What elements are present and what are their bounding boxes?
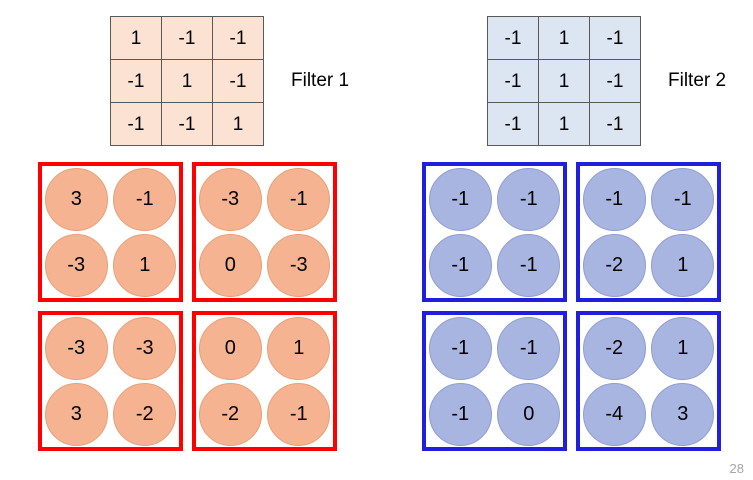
feature-value: -4 xyxy=(582,382,646,446)
red-feature-map-box: -3 -1 0 -3 xyxy=(192,162,337,302)
feature-value: 0 xyxy=(497,382,561,446)
feature-value: -1 xyxy=(267,167,331,231)
filter-1-row: -1 -1 1 xyxy=(110,102,264,146)
feature-value: 3 xyxy=(44,167,108,231)
filter-1-label: Filter 1 xyxy=(291,70,350,91)
filter-2-cell: -1 xyxy=(589,16,641,60)
filter-2-cell: -1 xyxy=(589,102,641,146)
feature-value: 0 xyxy=(198,316,262,380)
feature-value: -1 xyxy=(113,167,177,231)
feature-value: 3 xyxy=(44,382,108,446)
filter-1-cell: 1 xyxy=(110,16,162,60)
filter-2-cell: 1 xyxy=(538,102,590,146)
blue-feature-map-box: -1 -1 -1 -1 xyxy=(422,162,567,302)
feature-value: -1 xyxy=(497,233,561,297)
feature-value: -2 xyxy=(582,233,646,297)
filter-2-cell: 1 xyxy=(538,59,590,103)
filter-2-cell: 1 xyxy=(538,16,590,60)
filter-2-cell: -1 xyxy=(589,59,641,103)
feature-value: 1 xyxy=(651,233,715,297)
feature-value: 1 xyxy=(651,316,715,380)
feature-value: 0 xyxy=(198,233,262,297)
filter-1-cell: -1 xyxy=(110,102,162,146)
red-feature-map-box: 0 1 -2 -1 xyxy=(192,311,337,451)
filter-2-row: -1 1 -1 xyxy=(487,59,641,103)
blue-feature-map-box: -1 -1 -2 1 xyxy=(576,162,721,302)
feature-value: -3 xyxy=(267,233,331,297)
slide-number: 28 xyxy=(729,461,744,476)
blue-feature-maps: -1 -1 -1 -1 -1 -1 -2 1 -1 -1 -1 0 -2 1 -… xyxy=(422,162,721,451)
filter-1-cell: -1 xyxy=(110,59,162,103)
feature-value: -1 xyxy=(497,316,561,380)
feature-value: 1 xyxy=(113,233,177,297)
filter-1-cell: 1 xyxy=(212,102,264,146)
feature-value: -1 xyxy=(428,233,492,297)
filter-1-cell: -1 xyxy=(212,16,264,60)
filter-2-group: -1 1 -1 -1 1 -1 -1 1 -1 Filter 2 xyxy=(487,16,726,146)
feature-value: -3 xyxy=(198,167,262,231)
feature-value: -1 xyxy=(428,167,492,231)
feature-value: -3 xyxy=(44,316,108,380)
filter-1-cell: -1 xyxy=(161,102,213,146)
feature-value: -1 xyxy=(428,382,492,446)
filter-1-cell: 1 xyxy=(161,59,213,103)
filter-1-matrix: 1 -1 -1 -1 1 -1 -1 -1 1 xyxy=(110,16,264,146)
filter-1-row: 1 -1 -1 xyxy=(110,16,264,60)
filter-2-label: Filter 2 xyxy=(668,70,727,91)
feature-value: -1 xyxy=(428,316,492,380)
filter-2-cell: -1 xyxy=(487,102,539,146)
feature-value: -1 xyxy=(267,382,331,446)
filter-1-cell: -1 xyxy=(212,59,264,103)
feature-value: -1 xyxy=(651,167,715,231)
feature-value: -2 xyxy=(113,382,177,446)
feature-value: -3 xyxy=(113,316,177,380)
feature-value: -2 xyxy=(198,382,262,446)
filter-1-group: 1 -1 -1 -1 1 -1 -1 -1 1 Filter 1 xyxy=(110,16,349,146)
feature-value: -1 xyxy=(582,167,646,231)
filter-2-matrix: -1 1 -1 -1 1 -1 -1 1 -1 xyxy=(487,16,641,146)
red-feature-map-box: -3 -3 3 -2 xyxy=(38,311,183,451)
feature-value: -1 xyxy=(497,167,561,231)
red-feature-map-box: 3 -1 -3 1 xyxy=(38,162,183,302)
filter-2-row: -1 1 -1 xyxy=(487,16,641,60)
filter-2-cell: -1 xyxy=(487,16,539,60)
blue-feature-map-box: -1 -1 -1 0 xyxy=(422,311,567,451)
feature-value: -2 xyxy=(582,316,646,380)
filter-2-cell: -1 xyxy=(487,59,539,103)
feature-value: 1 xyxy=(267,316,331,380)
filter-1-row: -1 1 -1 xyxy=(110,59,264,103)
filter-2-row: -1 1 -1 xyxy=(487,102,641,146)
feature-value: -3 xyxy=(44,233,108,297)
red-feature-maps: 3 -1 -3 1 -3 -1 0 -3 -3 -3 3 -2 0 1 -2 -… xyxy=(38,162,337,451)
filter-1-cell: -1 xyxy=(161,16,213,60)
feature-value: 3 xyxy=(651,382,715,446)
blue-feature-map-box: -2 1 -4 3 xyxy=(576,311,721,451)
